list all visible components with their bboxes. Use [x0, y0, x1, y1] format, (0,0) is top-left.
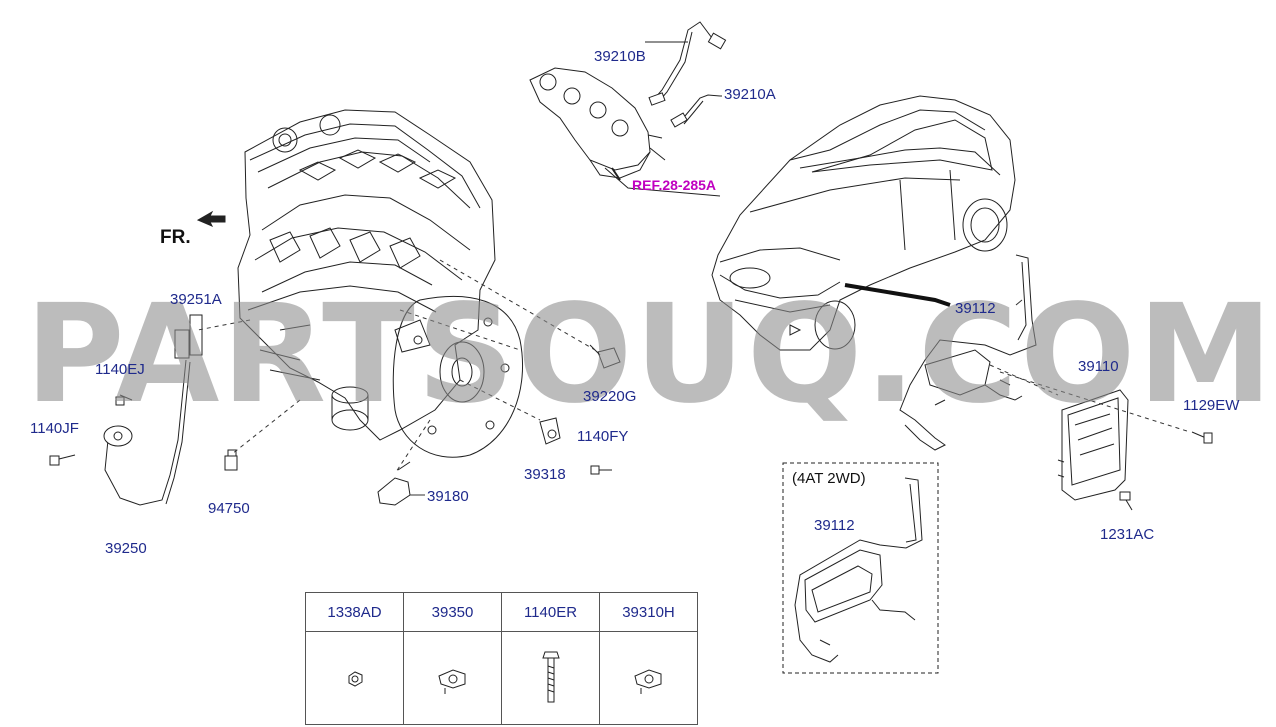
front-arrow-icon — [196, 210, 226, 227]
part-label-94750[interactable]: 94750 — [208, 500, 250, 517]
car-illustration — [711, 95, 1016, 351]
part-label-1231ac[interactable]: 1231AC — [1100, 526, 1155, 543]
sensor-icon — [437, 669, 465, 694]
ecu-bracket-illustration — [899, 254, 1037, 451]
bolt-1140ej-icon — [115, 394, 133, 406]
table-header-cell[interactable]: 39350 — [403, 592, 502, 632]
part-label-1140ej[interactable]: 1140EJ — [95, 361, 145, 378]
sensor-icon — [633, 669, 661, 694]
part-label-39110[interactable]: 39110 — [1078, 358, 1119, 375]
variant-bracket-illustration — [794, 477, 923, 663]
knock-sensor-harness — [103, 314, 203, 506]
variant-box — [782, 462, 939, 674]
exhaust-manifold-illustration — [529, 67, 721, 197]
table-image-cell — [501, 631, 600, 725]
part-label-1140jf[interactable]: 1140JF — [30, 420, 79, 437]
bolt-1140jf-icon — [49, 454, 76, 466]
table-header-cell[interactable]: 1140ER — [501, 592, 600, 632]
part-label-39180[interactable]: 39180 — [427, 488, 469, 505]
engine-illustration — [237, 109, 524, 458]
table-image-cell — [599, 631, 698, 725]
table-header-cell[interactable]: 1338AD — [305, 592, 404, 632]
part-label-1129ew[interactable]: 1129EW — [1183, 397, 1240, 414]
part-label-1140fy[interactable]: 1140FY — [577, 428, 629, 445]
part-label-39210a[interactable]: 39210A — [724, 86, 776, 103]
plug-94750-icon — [224, 449, 238, 471]
callout-lines — [410, 299, 1023, 496]
sensor-39180-icon — [377, 461, 411, 506]
leader-lines — [197, 259, 1191, 473]
sensor-39318-icon — [539, 417, 561, 445]
nut-icon — [348, 671, 362, 687]
bolt-1129ew-icon — [1191, 431, 1213, 444]
table-image-cell — [403, 631, 502, 725]
reference-link[interactable]: REF.28-285A — [632, 177, 717, 193]
sensor-39220g-icon — [589, 344, 621, 369]
part-label-39318[interactable]: 39318 — [524, 466, 566, 483]
table-image-cell — [305, 631, 404, 725]
part-label-39250[interactable]: 39250 — [105, 540, 147, 557]
front-direction-label: FR. — [160, 227, 191, 248]
variant-label: (4AT 2WD) — [792, 470, 866, 487]
part-label-39112-variant[interactable]: 39112 — [814, 517, 855, 534]
ecu-unit-illustration — [1057, 389, 1129, 501]
oxygen-sensor-wires — [645, 21, 727, 128]
bolt-1231ac-icon — [1119, 491, 1133, 511]
table-header-cell[interactable]: 39310H — [599, 592, 698, 632]
part-label-39220g[interactable]: 39220G — [583, 388, 637, 405]
parts-table: 1338AD 39350 1140ER 39310H — [305, 592, 698, 725]
part-label-39251a[interactable]: 39251A — [170, 291, 222, 308]
part-label-39112[interactable]: 39112 — [955, 300, 996, 317]
bolt-icon — [541, 651, 560, 703]
part-label-39210b[interactable]: 39210B — [594, 48, 646, 65]
bolt-1140fy-icon — [590, 465, 612, 475]
